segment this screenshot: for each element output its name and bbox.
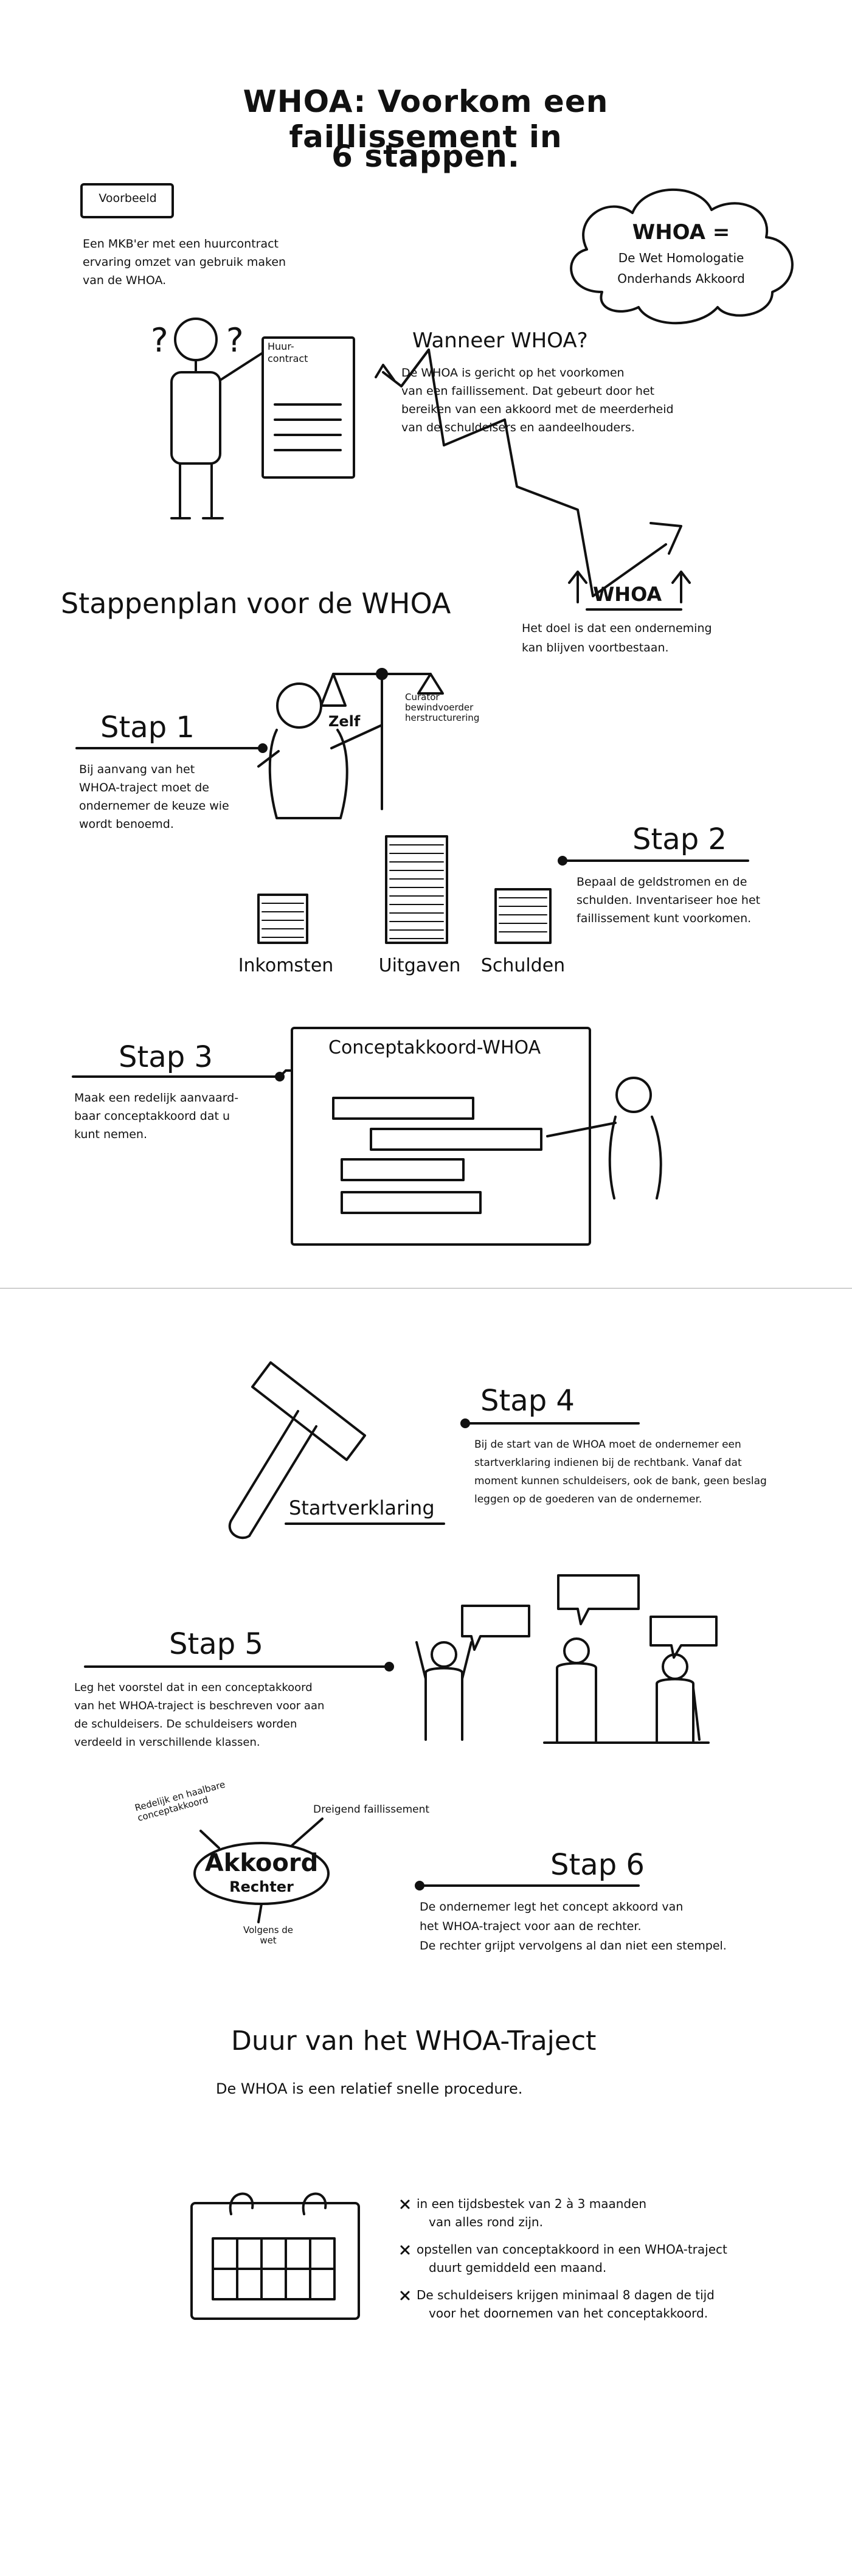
- people-with-speech-bubbles: [415, 1574, 718, 1744]
- duur-bullet-1-line2: van alles rond zijn.: [429, 2215, 543, 2229]
- stap6-title: Stap 6: [550, 1848, 645, 1882]
- scale-right-label: Curator bewindvoerder herstructurering: [405, 692, 480, 723]
- bar-label-uitgaven: Uitgaven: [378, 955, 461, 976]
- akkoord-line-3: [257, 1903, 263, 1923]
- stap5-dot: [384, 1662, 394, 1672]
- cloud-shape: [570, 188, 794, 325]
- voorbeeld-text-2: ervaring omzet van gebruik maken: [83, 255, 286, 269]
- stap5-text-1: Leg het voorstel dat in een conceptakkoo…: [74, 1681, 313, 1694]
- person-with-scale: [257, 668, 444, 819]
- duur-bullet-2-line2: duurt gemiddeld een maand.: [429, 2260, 607, 2275]
- page-title-line2: 6 stappen.: [331, 139, 520, 174]
- voorbeeld-text-3: van de WHOA.: [83, 274, 167, 287]
- stap1-text-2: WHOA-traject moet de: [79, 781, 210, 794]
- whoa-arrow-label: WHOA: [593, 583, 662, 606]
- huurcontract-label: Huur- contract: [268, 341, 308, 364]
- bar-label-inkomsten: Inkomsten: [238, 955, 334, 976]
- page-title-line1: WHOA: Voorkom een faillissement in: [243, 84, 609, 154]
- voorbeeld-text-1: Een MKB'er met een huurcontract: [83, 237, 279, 251]
- stap6-text-2: het WHOA-traject voor aan de rechter.: [420, 1920, 642, 1933]
- wanneer-heading: Wanneer WHOA?: [412, 328, 588, 353]
- person-with-contract: ? ?: [151, 318, 355, 519]
- stap1-dot: [258, 743, 268, 753]
- svg-text:?: ?: [226, 321, 244, 359]
- bar-label-schulden: Schulden: [480, 955, 566, 976]
- voorbeeld-label: Voorbeeld: [99, 192, 157, 205]
- stap5-text-3: de schuldeisers. De schuldeisers worden: [74, 1718, 297, 1731]
- stap2-text-2: schulden. Inventariseer hoe het: [577, 894, 761, 907]
- stap2-text-1: Bepaal de geldstromen en de: [577, 875, 747, 889]
- svg-text:?: ?: [151, 321, 168, 359]
- stappenplan-heading: Stappenplan voor de WHOA: [61, 587, 451, 620]
- bar-stack-uitgaven: [385, 835, 448, 944]
- stap1-text-3: ondernemer de keuze wie: [79, 799, 229, 813]
- akkoord-line-1: [199, 1830, 220, 1849]
- whoa-up-arrows: [568, 571, 691, 611]
- cloud-heading: WHOA =: [632, 220, 730, 245]
- duur-heading: Duur van het WHOA-Traject: [231, 2026, 597, 2057]
- stap3-text-1: Maak een redelijk aanvaard-: [74, 1091, 239, 1105]
- duur-bullet-2-line1: opstellen van conceptakkoord in een WHOA…: [417, 2242, 727, 2257]
- concept-board: [279, 1027, 662, 1246]
- stap1-text-1: Bij aanvang van het: [79, 763, 195, 776]
- concept-board-title: Conceptakkoord-WHOA: [328, 1037, 541, 1058]
- duur-bullet-1-line1: in een tijdsbestek van 2 à 3 maanden: [417, 2196, 647, 2211]
- cloud-line1: De Wet Homologatie: [618, 251, 744, 265]
- wanneer-text-3: bereiken van een akkoord met de meerderh…: [401, 403, 674, 416]
- wanneer-text-2: van een faillissement. Dat gebeurt door …: [401, 384, 655, 398]
- cloud-line2: Onderhands Akkoord: [617, 271, 745, 286]
- stap4-text-2: startverklaring indienen bij de rechtban…: [474, 1457, 742, 1469]
- akkoord-sub: Rechter: [229, 1878, 294, 1895]
- stap6-text-1: De ondernemer legt het concept akkoord v…: [420, 1900, 684, 1914]
- bar-stack-inkomsten: [257, 894, 308, 944]
- stap3-text-2: baar conceptakkoord dat u: [74, 1109, 230, 1123]
- stap5-text-4: verdeeld in verschillende klassen.: [74, 1736, 260, 1749]
- voorbeeld-box: [80, 183, 174, 218]
- stap4-text-3: moment kunnen schuldeisers, ook de bank,…: [474, 1475, 767, 1487]
- stap5-text-2: van het WHOA-traject is beschreven voor …: [74, 1699, 325, 1712]
- stap2-dot: [558, 856, 567, 866]
- stap1-text-4: wordt benoemd.: [79, 818, 174, 831]
- stap3-text-3: kunt nemen.: [74, 1128, 148, 1141]
- stap4-title: Stap 4: [480, 1384, 575, 1418]
- stap3-title: Stap 3: [119, 1040, 213, 1074]
- zigzag-arrow: [375, 349, 682, 597]
- akkoord-line-2: [291, 1817, 324, 1847]
- stap6-dot: [415, 1881, 424, 1890]
- goal-text-1: Het doel is dat een onderneming: [522, 622, 712, 635]
- stap4-dot: [460, 1418, 470, 1428]
- hammer-icon: [228, 1361, 366, 1540]
- akkoord-note-3: Volgens de wet: [243, 1925, 294, 1946]
- stap1-title: Stap 1: [100, 710, 195, 745]
- stap4-text-1: Bij de start van de WHOA moet de onderne…: [474, 1439, 741, 1451]
- stap4-text-4: leggen op de goederen van de ondernemer.: [474, 1493, 702, 1505]
- calendar-icon: [190, 2192, 360, 2320]
- goal-text-2: kan blijven voortbestaan.: [522, 641, 669, 654]
- duur-bullets: [400, 2199, 410, 2300]
- stap6-text-3: De rechter grijpt vervolgens al dan niet…: [420, 1939, 727, 1953]
- akkoord-word: Akkoord: [204, 1849, 319, 1877]
- stap5-title: Stap 5: [169, 1627, 263, 1661]
- scale-left-label: Zelf: [328, 713, 361, 730]
- duur-bullet-3-line2: voor het doornemen van het conceptakkoor…: [429, 2306, 708, 2321]
- wanneer-text-4: van de schuldeisers en aandeelhouders.: [401, 421, 635, 434]
- stap2-text-3: faillissement kunt voorkomen.: [577, 912, 752, 925]
- bar-stack-schulden: [494, 888, 552, 944]
- stap2-title: Stap 2: [632, 822, 727, 856]
- akkoord-note-2: Dreigend faillissement: [313, 1804, 430, 1816]
- duur-intro: De WHOA is een relatief snelle procedure…: [216, 2080, 523, 2097]
- wanneer-text-1: De WHOA is gericht op het voorkomen: [401, 366, 625, 380]
- startverklaring-label: Startverklaring: [289, 1496, 435, 1519]
- bar-stacks: [257, 835, 552, 944]
- duur-bullet-3-line1: De schuldeisers krijgen minimaal 8 dagen…: [417, 2288, 715, 2302]
